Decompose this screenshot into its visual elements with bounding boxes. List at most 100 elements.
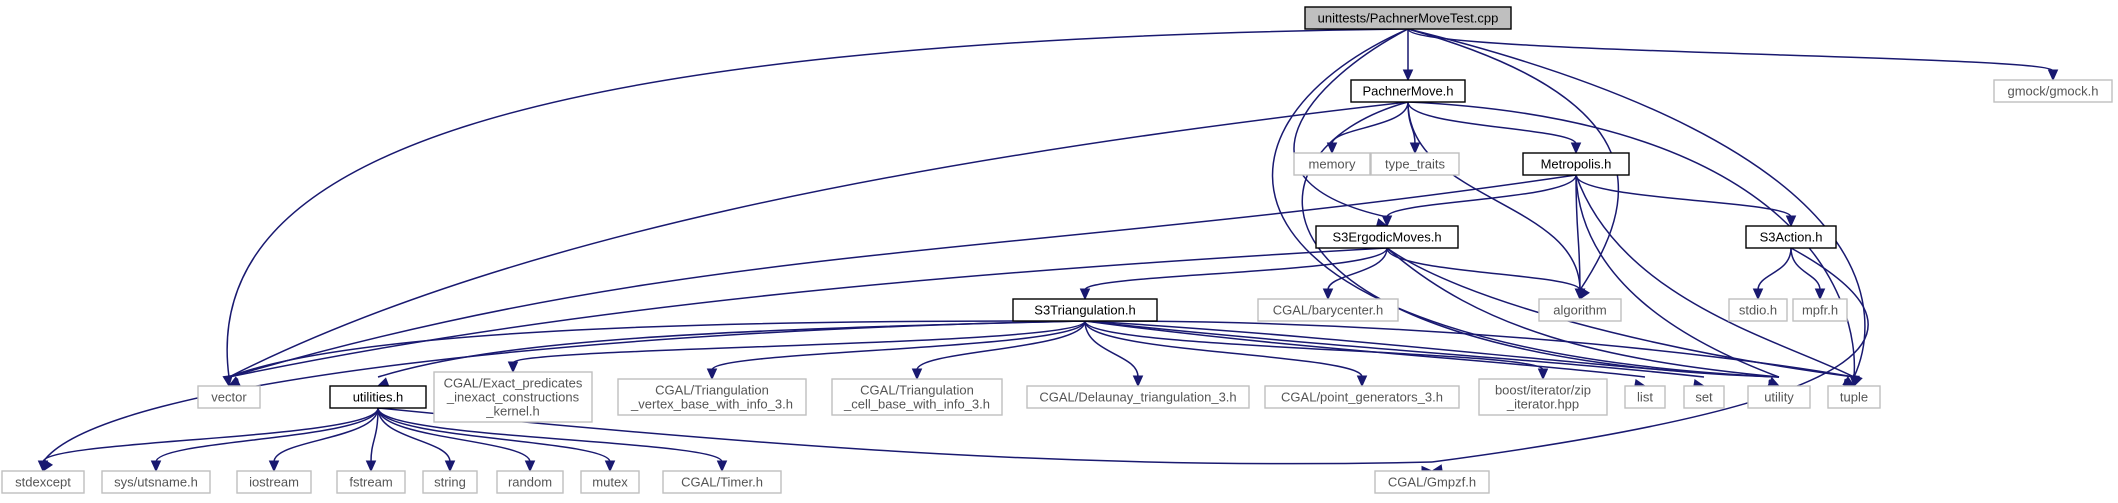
arrowhead-icon — [1132, 375, 1144, 388]
node-pachner[interactable]: PachnerMove.h — [1350, 79, 1466, 103]
node-label: _cell_base_with_info_3.h — [843, 397, 990, 412]
node-barycenter: CGAL/barycenter.h — [1257, 298, 1399, 322]
node-label: boost/iterator/zip — [1495, 383, 1591, 398]
node-label: unittests/PachnerMoveTest.cpp — [1318, 11, 1499, 26]
edge-line — [1757, 247, 1792, 291]
edge-utilities-to-iostream — [268, 407, 379, 473]
arrowhead-icon — [1356, 375, 1368, 388]
arrowhead-icon — [1381, 215, 1393, 228]
edge-line — [512, 320, 1086, 364]
node-box — [496, 470, 564, 494]
node-label: CGAL/barycenter.h — [1273, 303, 1384, 318]
arrowhead-icon — [911, 368, 923, 381]
edge-line — [228, 101, 1409, 378]
edge-s3tri-to-zip — [1084, 320, 1549, 381]
node-box — [617, 378, 807, 416]
edge-root-to-s3ergodic — [1293, 28, 1409, 229]
edge-line — [1084, 247, 1388, 291]
node-label: stdio.h — [1739, 303, 1777, 318]
arrowhead-icon — [507, 361, 519, 374]
edge-line — [1386, 247, 1581, 291]
edge-line — [1084, 320, 1139, 378]
node-label: CGAL/Triangulation — [860, 383, 974, 398]
arrowhead-icon — [1814, 288, 1826, 301]
node-label: utilities.h — [353, 390, 404, 405]
arrowhead-icon — [1752, 288, 1764, 301]
node-label: stdexcept — [15, 475, 71, 490]
edge-line — [226, 28, 1409, 378]
node-stdio: stdio.h — [1728, 298, 1788, 322]
node-fstream: fstream — [336, 470, 406, 494]
node-box — [1370, 152, 1460, 176]
node-mutex: mutex — [580, 470, 640, 494]
node-s3ergodic[interactable]: S3ErgodicMoves.h — [1315, 225, 1459, 249]
edge-line — [1575, 174, 1780, 378]
node-box — [1683, 385, 1725, 409]
node-metropolis[interactable]: Metropolis.h — [1522, 152, 1630, 176]
node-label: random — [508, 475, 552, 490]
node-box — [1624, 385, 1666, 409]
edge-line — [273, 407, 379, 463]
node-vector: vector — [197, 385, 261, 409]
edge-line — [377, 407, 531, 463]
node-box — [1, 470, 85, 494]
edge-root-to-gmock — [1407, 28, 2059, 82]
edge-s3action-to-stdio — [1752, 247, 1792, 301]
node-box — [1012, 298, 1158, 322]
edge-line — [1407, 101, 1856, 378]
edge-line — [1327, 247, 1388, 291]
edge-line — [42, 320, 1086, 463]
node-label: CGAL/Triangulation — [655, 383, 769, 398]
arrowhead-icon — [1574, 288, 1586, 301]
node-utility: utility — [1747, 385, 1811, 409]
edge-line — [916, 320, 1086, 371]
node-s3tri[interactable]: S3Triangulation.h — [1012, 298, 1158, 322]
node-box — [1264, 385, 1460, 409]
edge-line — [155, 407, 379, 463]
edge-s3tri-to-vector — [227, 320, 1086, 387]
edge-line — [711, 320, 1086, 371]
edge-line — [1431, 247, 1869, 463]
edge-line — [42, 407, 379, 463]
edge-utilities-to-string — [377, 407, 456, 473]
node-box — [1792, 298, 1848, 322]
node-list: list — [1624, 385, 1666, 409]
edge-utilities-to-mutex — [377, 407, 616, 473]
edge-metropolis-to-vector — [227, 174, 1577, 388]
node-label: CGAL/point_generators_3.h — [1281, 390, 1443, 405]
arrowhead-icon — [1785, 215, 1797, 228]
node-label: memory — [1309, 157, 1356, 172]
node-box — [1374, 470, 1490, 494]
node-random: random — [496, 470, 564, 494]
node-pointgen: CGAL/point_generators_3.h — [1264, 385, 1460, 409]
edge-line — [1084, 320, 1780, 378]
node-box — [1293, 152, 1371, 176]
node-box — [1993, 79, 2113, 103]
edge-root-to-tuple — [1407, 28, 1866, 388]
edge-line — [228, 320, 1086, 378]
edge-line — [1575, 174, 1792, 218]
arrowhead-icon — [1322, 288, 1334, 301]
node-mpfr: mpfr.h — [1792, 298, 1848, 322]
edge-pachner-to-metropolis — [1407, 101, 1582, 155]
arrowhead-icon — [1409, 142, 1421, 155]
node-label: sys/utsname.h — [114, 475, 198, 490]
node-label: S3ErgodicMoves.h — [1332, 230, 1441, 245]
edge-line — [1407, 28, 2054, 72]
edge-line — [1386, 174, 1577, 218]
edge-line — [370, 407, 379, 463]
node-utilities[interactable]: utilities.h — [329, 385, 427, 409]
node-box — [662, 470, 782, 494]
node-s3action[interactable]: S3Action.h — [1745, 225, 1837, 249]
node-box — [329, 385, 427, 409]
edge-line — [1386, 247, 1780, 378]
node-delaunay: CGAL/Delaunay_triangulation_3.h — [1026, 385, 1250, 409]
edge-s3tri-to-tri_vertex — [706, 320, 1086, 381]
edge-line — [377, 407, 723, 463]
edge-line — [1084, 320, 1855, 378]
node-label: vector — [211, 390, 247, 405]
edge-root-to-pachner — [1402, 28, 1414, 82]
edge-line — [1790, 247, 1821, 291]
node-box — [1350, 79, 1466, 103]
